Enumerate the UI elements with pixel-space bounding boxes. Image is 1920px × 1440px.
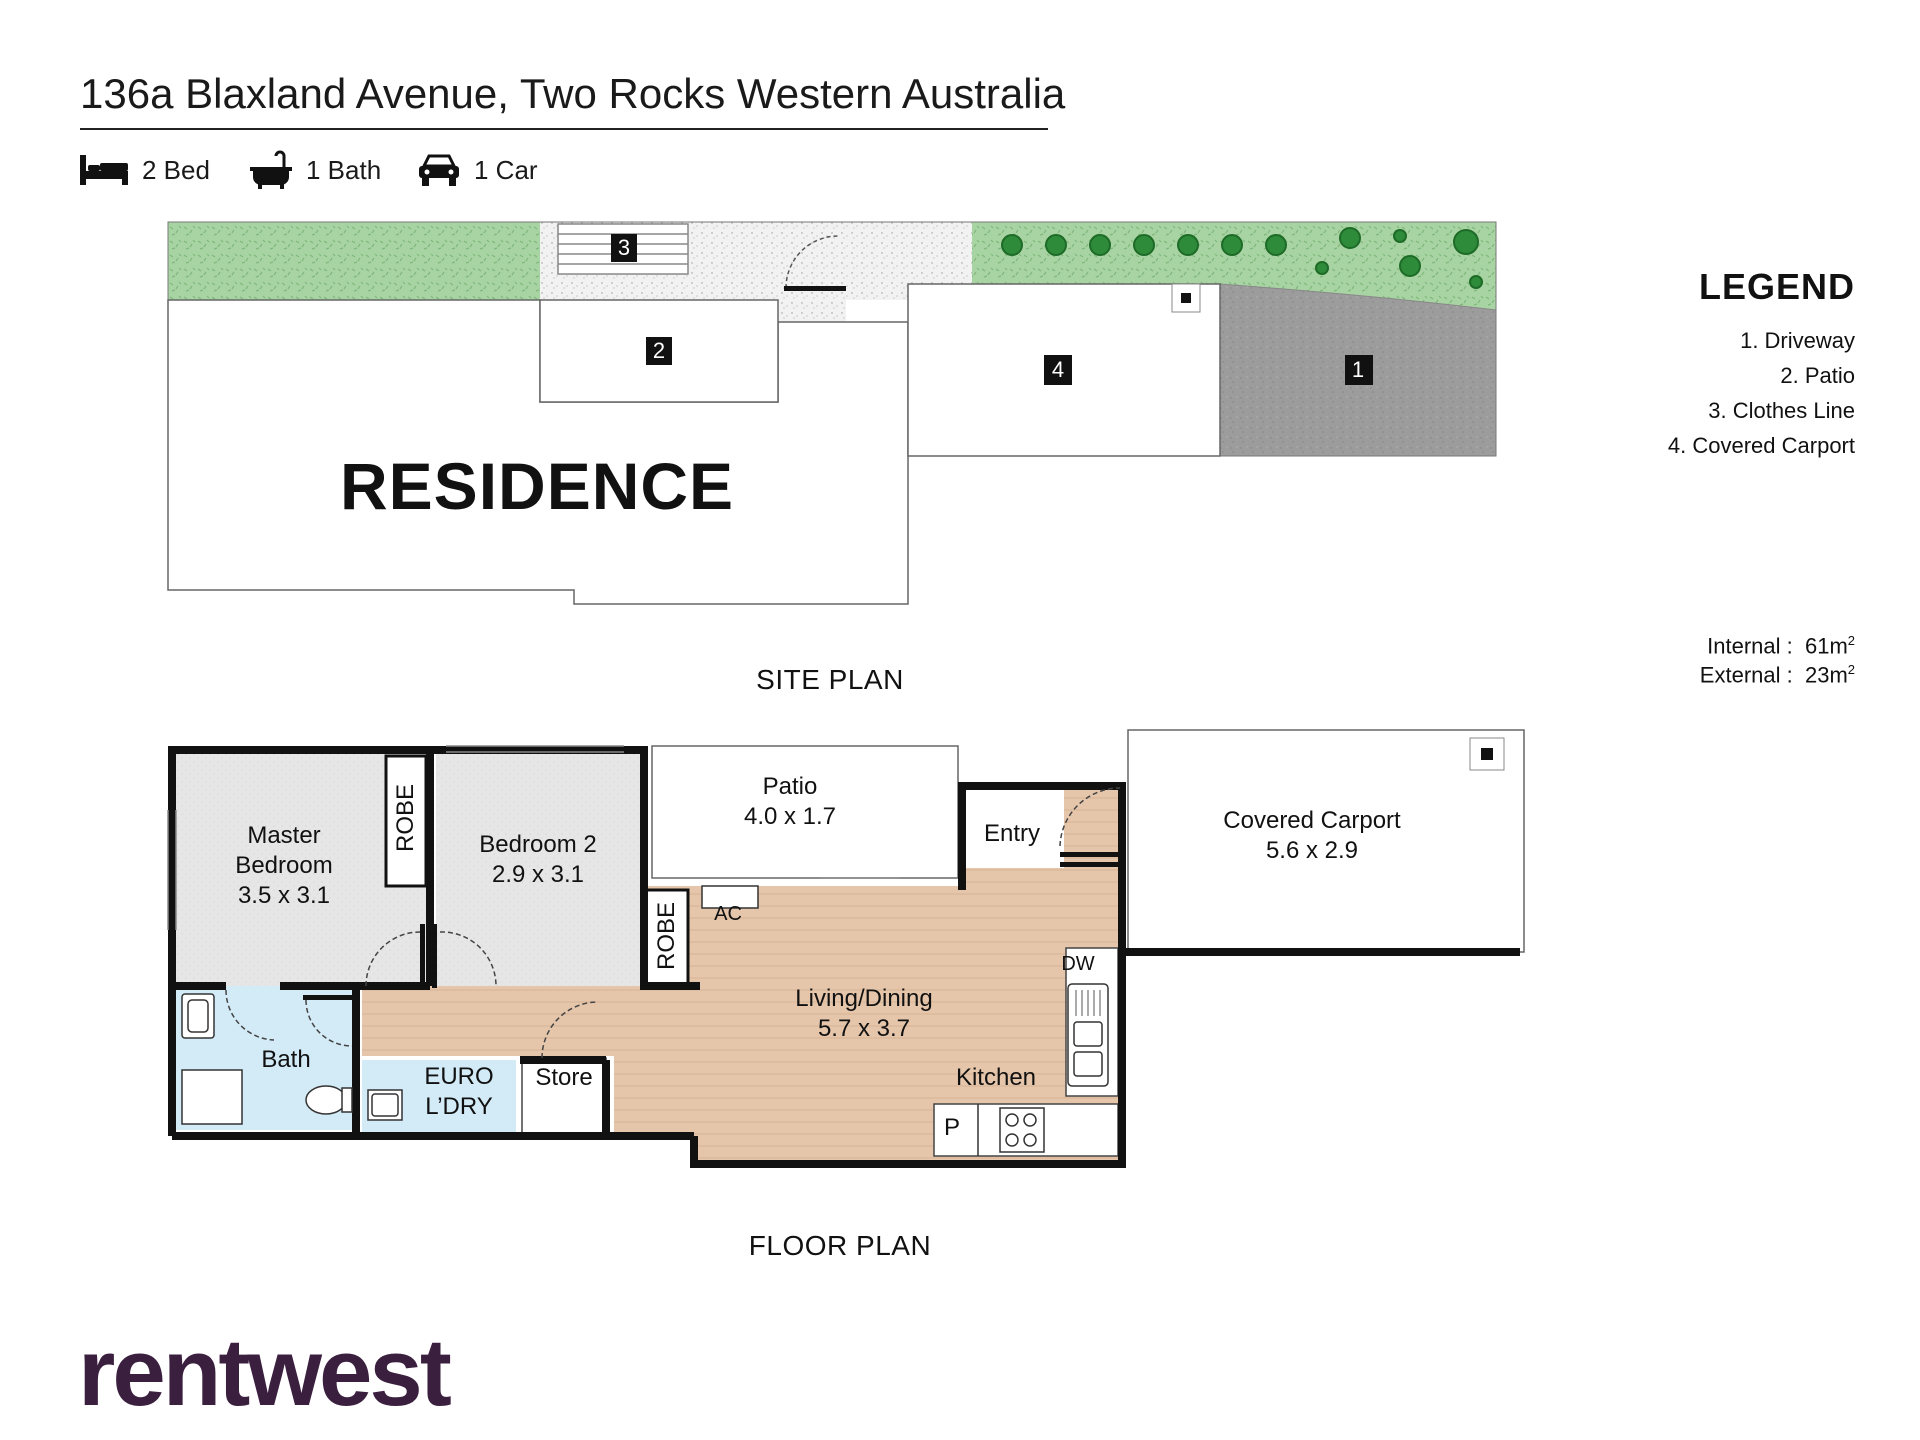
area-external-label: External : bbox=[1699, 662, 1793, 688]
bath-fixtures bbox=[181, 993, 403, 1125]
room-kitchen: Kitchen bbox=[955, 1064, 1037, 1091]
site-plan-caption: SITE PLAN bbox=[756, 664, 904, 695]
dw-label: DW bbox=[1061, 953, 1095, 975]
area-external-unit: 2 bbox=[1847, 662, 1855, 677]
rentwest-logo: rentwest bbox=[78, 1319, 452, 1426]
legend-item-carport: 4. Covered Carport bbox=[1667, 433, 1855, 458]
floor-patio bbox=[651, 745, 959, 879]
title-underline bbox=[80, 128, 1048, 130]
marker-4: 4 bbox=[1051, 357, 1065, 382]
area-internal-label: Internal : bbox=[1707, 633, 1793, 659]
robe-master bbox=[384, 754, 428, 888]
room-master-dims: 3.5 x 3.1 bbox=[237, 882, 331, 909]
room-patio-dims: 4.0 x 1.7 bbox=[743, 803, 837, 830]
room-store: Store bbox=[535, 1064, 593, 1091]
room-patio-name: Patio bbox=[762, 773, 818, 800]
room-entry: Entry bbox=[983, 820, 1041, 847]
room-patio: Patio 4.0 x 1.7 bbox=[744, 772, 836, 832]
feature-cars: 1 Car bbox=[416, 150, 538, 190]
feature-baths: 1 Bath bbox=[248, 150, 381, 190]
door-swings bbox=[225, 787, 1121, 1059]
room-master-name-1: Master bbox=[247, 822, 321, 849]
room-euro-2: L’DRY bbox=[425, 1093, 493, 1120]
area-external-value: 23m bbox=[1804, 662, 1848, 688]
room-bath: Bath bbox=[261, 1046, 311, 1073]
bath-icon bbox=[250, 150, 292, 189]
robe-bedroom-2 bbox=[644, 888, 690, 988]
room-euro-laundry: EURO L’DRY bbox=[424, 1062, 493, 1122]
site-marker-boxes bbox=[611, 234, 1373, 385]
feature-baths-label: 1 Bath bbox=[306, 154, 382, 185]
room-carport-name: Covered Carport bbox=[1223, 807, 1401, 834]
room-living-dims: 5.7 x 3.7 bbox=[817, 1015, 911, 1042]
legend-item-driveway: 1. Driveway bbox=[1740, 328, 1855, 353]
room-bedroom-2: Bedroom 2 2.9 x 3.1 bbox=[479, 830, 596, 890]
site-gravel-steps bbox=[778, 290, 846, 322]
area-internal-value: 61m bbox=[1804, 633, 1848, 659]
bed-icon bbox=[80, 155, 128, 185]
marker-2: 2 bbox=[652, 338, 666, 363]
robe-master-label: ROBE bbox=[392, 783, 419, 853]
floor-carport bbox=[1127, 729, 1525, 953]
room-master-name-2: Bedroom bbox=[235, 852, 333, 879]
room-euro-1: EURO bbox=[424, 1063, 494, 1090]
room-carport: Covered Carport 5.6 x 2.9 bbox=[1223, 806, 1400, 866]
pantry-label: P bbox=[943, 1114, 961, 1141]
feature-cars-label: 1 Car bbox=[474, 154, 538, 185]
legend-title: LEGEND bbox=[1698, 266, 1855, 307]
legend-item-patio: 2. Patio bbox=[1780, 363, 1855, 388]
robe-bed2-label: ROBE bbox=[653, 901, 680, 971]
area-internal-unit: 2 bbox=[1847, 633, 1855, 648]
site-lawn-left bbox=[168, 222, 540, 300]
room-bed2-name: Bedroom 2 bbox=[479, 831, 597, 858]
legend-item-clothes-line: 3. Clothes Line bbox=[1708, 398, 1855, 423]
room-bed2-dims: 2.9 x 3.1 bbox=[491, 861, 585, 888]
address-title: 136a Blaxland Avenue, Two Rocks Western … bbox=[80, 70, 1066, 117]
room-living-name: Living/Dining bbox=[795, 985, 933, 1012]
marker-3: 3 bbox=[617, 235, 631, 260]
room-living-dining: Living/Dining 5.7 x 3.7 bbox=[795, 984, 932, 1044]
room-master-bedroom: Master Bedroom 3.5 x 3.1 bbox=[235, 821, 332, 911]
area-internal: Internal : 61m2 bbox=[1707, 633, 1855, 659]
floor-plan-walls bbox=[168, 746, 1520, 1168]
floor-store bbox=[521, 1057, 607, 1135]
kitchen-fixtures bbox=[701, 885, 1109, 1156]
car-icon bbox=[419, 154, 459, 186]
feature-beds-label: 2 Bed bbox=[142, 154, 210, 185]
site-shrubs bbox=[1001, 227, 1483, 289]
floor-bedroom-2 bbox=[436, 754, 644, 986]
residence-label: RESIDENCE bbox=[340, 449, 735, 523]
floor-living-dining bbox=[362, 786, 1118, 1160]
feature-beds: 2 Bed bbox=[78, 150, 210, 190]
marker-1: 1 bbox=[1351, 357, 1365, 382]
ac-label: AC bbox=[714, 903, 742, 925]
floor-plan-caption: FLOOR PLAN bbox=[748, 1230, 932, 1261]
room-carport-dims: 5.6 x 2.9 bbox=[1265, 837, 1359, 864]
area-external: External : 23m2 bbox=[1700, 662, 1855, 688]
